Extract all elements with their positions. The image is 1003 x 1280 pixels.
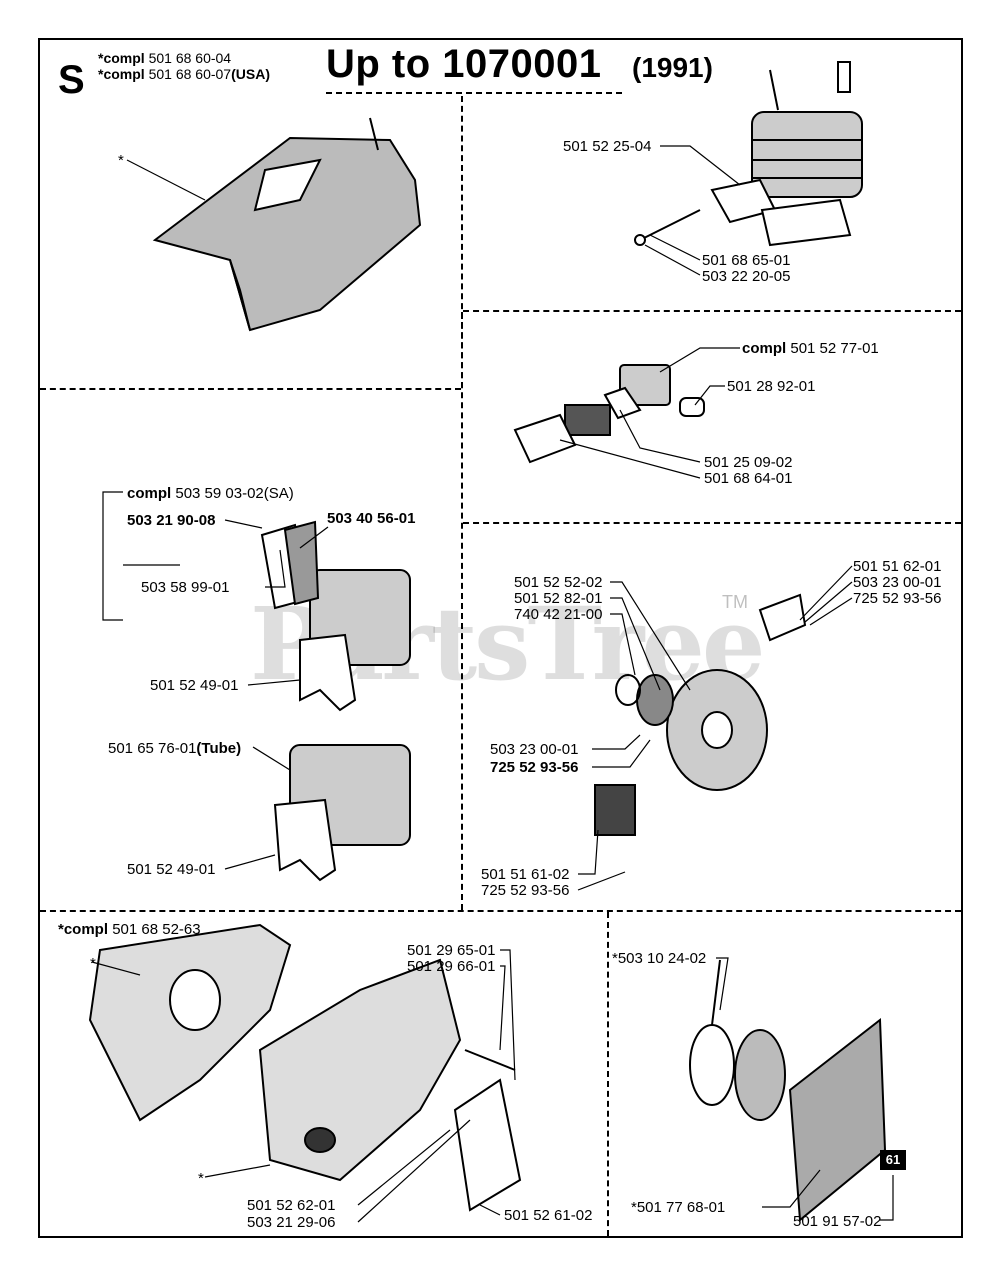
flywheel-drawing [594,593,807,836]
label-muff-screen: 503 40 56-01 [327,510,416,527]
label-muff-gasket: 503 58 99-01 [141,579,230,596]
label-ign-1: 501 51 61-02 [481,866,570,883]
label-muff-tube-bold: (Tube) [196,740,242,757]
divider-vertical-bottom [607,912,609,1236]
header-compl-1-num: 501 68 60-04 [148,50,232,66]
header-compl-1-bold: *compl [98,50,145,66]
label-carb-gasket: 501 25 09-02 [704,454,793,471]
top-border-left [38,38,963,40]
page-year: (1991) [632,52,713,83]
label-muff-tube: 501 65 76-01(Tube) [108,740,241,757]
label-cyl-nut: 503 22 20-05 [702,268,791,285]
header-compl-2-suffix: (USA) [231,66,270,82]
label-crank-compl-bold: *compl [58,921,109,938]
label-fly-3: 740 42 21-00 [514,606,603,623]
label-fly-2: 501 52 82-01 [514,590,603,607]
label-crank-3: 501 52 62-01 [247,1197,336,1214]
label-sw-1: 501 51 62-01 [853,558,942,575]
page-title: Up to 1070001 [326,42,602,86]
label-fly-4: 503 23 00-01 [490,741,579,758]
label-crank-1: 501 29 65-01 [407,942,496,959]
divider-cyl-bottom [463,310,961,312]
label-muff-compl: compl 503 59 03-02(SA) [127,485,294,502]
divider-lower [40,910,961,912]
carburetor-drawing [513,364,705,464]
divider-carb-bottom [463,522,961,524]
diagram-frame [38,38,963,1238]
page-badge: 61 [880,1150,906,1170]
starter-drawing [689,959,887,1222]
label-start-2: *501 77 68-01 [631,1199,726,1216]
label-carb-hose: 501 28 92-01 [727,378,816,395]
label-muff-compl-bold: compl [127,485,172,502]
muffler-drawing [260,520,411,882]
header-compl-2-num: 501 68 60-07 [148,66,232,82]
cylinder-drawing [634,61,863,247]
label-carb-compl: compl 501 52 77-01 [742,340,879,357]
label-cyl-gasket: 501 52 25-04 [563,138,652,155]
label-carb-compl-bold: compl [742,340,787,357]
divider-cover-bottom [40,388,461,390]
watermark-tm: TM [722,592,748,612]
label-carb-intake: 501 68 64-01 [704,470,793,487]
divider-vertical-top [461,96,463,388]
header-compl-2-bold: *compl [98,66,145,82]
label-muff-bracket-1: 501 52 49-01 [150,677,239,694]
label-crank-compl-num: 501 68 52-63 [112,921,201,938]
label-muff-bracket-2: 501 52 49-01 [127,861,216,878]
label-crank-2: 501 29 66-01 [407,958,496,975]
label-crank-5: 501 52 61-02 [504,1207,593,1224]
label-muff-compl-num: 503 59 03-02(SA) [175,485,294,502]
label-fly-1: 501 52 52-02 [514,574,603,591]
label-fly-5: 725 52 93-56 [490,759,579,776]
header-compl-1: *compl 501 68 60-04 [98,50,231,66]
label-crank-4: 503 21 29-06 [247,1214,336,1231]
divider-title-underline [326,92,622,94]
section-letter: S [58,58,85,102]
label-carb-compl-num: 501 52 77-01 [790,340,879,357]
label-muff-tube-num: 501 65 76-01 [108,740,197,757]
crankcase-drawing [88,923,522,1212]
label-sw-3: 725 52 93-56 [853,590,942,607]
label-cyl-bolt: 501 68 65-01 [702,252,791,269]
label-crank-compl: *compl 501 68 52-63 [58,921,201,938]
label-sw-2: 503 23 00-01 [853,574,942,591]
label-ign-2: 725 52 93-56 [481,882,570,899]
header-compl-2: *compl 501 68 60-07(USA) [98,66,270,82]
cover-drawing [152,117,422,332]
label-muff-screw: 503 21 90-08 [127,512,216,529]
label-crank-star-2: * [198,1170,204,1187]
leader-lines [91,145,894,1223]
label-start-1: *503 10 24-02 [612,950,707,967]
label-start-3: 501 91 57-02 [793,1213,882,1230]
label-cover-star: * [118,152,124,169]
divider-vertical-mid [461,312,463,910]
label-crank-star-1: * [90,955,96,972]
